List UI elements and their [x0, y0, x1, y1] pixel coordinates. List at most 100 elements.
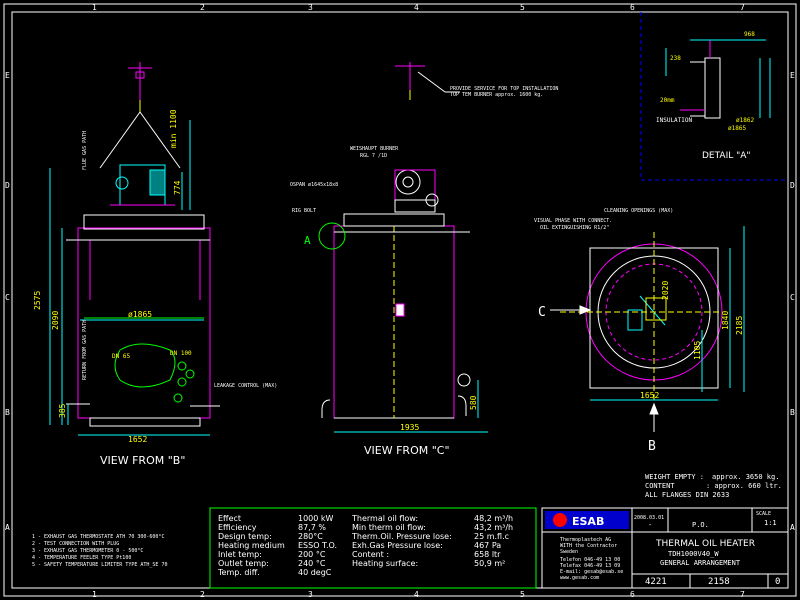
logo-text: ESAB — [572, 515, 604, 528]
spec-left-label-5: Outlet temp: — [218, 559, 269, 568]
row-label-d: D — [5, 181, 10, 190]
view-c: PROVIDE SERVICE FOR TOP INSTALLATION TOP… — [290, 62, 558, 457]
legend-item-3: 3 - EXHAUST GAS THERMOMETER 0 - 500°C — [32, 548, 143, 554]
spec-left-label-2: Design temp: — [218, 532, 272, 541]
row-label-e-r: E — [790, 71, 795, 80]
lifting-hook-c — [395, 62, 460, 100]
plan-burner — [627, 295, 667, 331]
plan-dimension-lines — [590, 226, 745, 401]
spec-right-label-3: Exh.Gas Pressure lose: — [352, 541, 443, 550]
note-cleaning: CLEANING OPENINGS (MAX) — [604, 208, 673, 214]
company-fax: Telefax 046-49 13 09 — [560, 563, 620, 569]
notes-c-top: PROVIDE SERVICE FOR TOP INSTALLATION TOP… — [450, 86, 558, 98]
nozzles-c — [321, 231, 471, 418]
spec-right-value-4: 658 ltr — [474, 550, 501, 559]
weight-content-label: CONTENT — [645, 482, 675, 490]
row-label-a: A — [5, 523, 10, 532]
row-label-c: C — [5, 293, 10, 302]
dim-b-total: 2575 — [33, 291, 42, 310]
dim-b-top: 774 — [173, 180, 182, 195]
dimension-lines-b — [49, 120, 210, 436]
row-label-b: B — [5, 408, 10, 417]
dim-b-diameter: ø1865 — [128, 310, 152, 319]
spec-left-value-6: 40 degC — [298, 568, 332, 577]
spec-left-label-4: Inlet temp: — [218, 550, 262, 559]
dim-plan-2020: 2020 — [661, 281, 670, 300]
dim-b-clearance: min 1100 — [169, 109, 178, 148]
dimension-text-c: 1935 580 — [400, 395, 478, 432]
lifting-hook-b — [128, 62, 152, 112]
spec-table: Effect 1000 kW Efficiency 87,7 % Design … — [209, 507, 537, 589]
company-logo: ESAB — [545, 511, 629, 529]
legend-block: 1 - EXHAUST GAS THERMOSTATE ATH 70 300-6… — [32, 534, 167, 568]
note-flue-left: FLUE GAS PATH — [82, 131, 88, 170]
view-b-marker: B — [648, 439, 656, 454]
dim-b-height: 2090 — [51, 311, 60, 330]
spec-right-value-3: 467 Pa — [474, 541, 501, 550]
detail-a-title: DETAIL "A" — [702, 151, 751, 161]
note-support: OSPAN ø1645x18x8 — [290, 182, 338, 188]
weight-flanges: ALL FLANGES DIN 2633 — [645, 491, 729, 499]
col-label-5-b: 5 — [520, 590, 525, 599]
view-c-marker: C — [538, 305, 546, 320]
row-label-c-r: C — [790, 293, 795, 302]
detail-a-border — [640, 12, 788, 181]
dim-b-bottom: 385 — [58, 403, 67, 418]
weights-block: WEIGHT EMPTY : approx. 3650 kg. CONTENT … — [645, 473, 782, 499]
col-label-3: 3 — [308, 3, 313, 12]
dash-value: - — [648, 521, 652, 529]
spec-right-value-1: 43,2 m³/h — [474, 523, 513, 532]
col-label-1: 1 — [92, 3, 97, 12]
title-line1: THERMAL OIL HEATER — [655, 539, 755, 549]
spec-right-label-5: Heating surface: — [352, 559, 418, 568]
spec-left-value-2: 280°C — [298, 532, 323, 541]
row-label-d-r: D — [790, 181, 795, 190]
dim-detail-flange2: ø1865 — [728, 125, 746, 132]
spec-left-label-3: Heating medium — [218, 541, 285, 550]
drawing-frame — [3, 3, 797, 597]
row-label-b-r: B — [790, 408, 795, 417]
col-label-7: 7 — [740, 3, 745, 12]
spec-right-label-1: Min therm oil flow: — [352, 523, 426, 532]
col-label-6-b: 6 — [630, 590, 635, 599]
note-burner2: RGL 7 /1D — [360, 153, 387, 159]
title-block: ESAB Thermoplastech AG WITH the Contract… — [541, 507, 789, 589]
spec-left-value-1: 87,7 % — [298, 523, 326, 532]
row-label-a-r: A — [790, 523, 795, 532]
company-line2: WITH the Contractor — [560, 543, 617, 549]
detail-a-drawing — [680, 40, 721, 119]
spec-left-label-6: Temp. diff. — [217, 568, 260, 577]
col-label-3-b: 3 — [308, 590, 313, 599]
legend-item-2: 2 - TEST CONNECTION WITH PLUG — [32, 541, 119, 547]
vessel-body-b — [77, 214, 211, 427]
spec-left-label-1: Efficiency — [218, 523, 257, 532]
spec-left-label-0: Effect — [218, 514, 241, 523]
view-b: 2575 2090 ø1865 1652 774 min 1100 385 DN… — [33, 62, 277, 467]
company-line3: Sweden — [560, 549, 578, 555]
coil-b — [84, 317, 204, 403]
note-leakage: LEAKAGE CONTROL (MAX) — [214, 383, 277, 389]
burner-c — [394, 169, 439, 213]
col-label-5: 5 — [520, 3, 525, 12]
detail-a-dims — [665, 39, 771, 118]
row-label-e: E — [5, 71, 10, 80]
col-label-4-b: 4 — [414, 590, 419, 599]
spec-right-value-0: 48,2 m³/h — [474, 514, 513, 523]
notes-c-burner: WEISHAUPT BURNER RGL 7 /1D OSPAN ø1645x1… — [290, 146, 399, 214]
legend-item-4: 4 - TEMPERATURE FEELER TYPE Pt100 — [32, 555, 131, 561]
note-burner: WEISHAUPT BURNER — [350, 146, 399, 152]
doc-no2: 2158 — [708, 577, 730, 587]
dim-c-bottom: 580 — [469, 395, 478, 410]
spec-right-label-2: Therm.Oil. Pressure lose: — [351, 532, 452, 541]
note-rig-bolt: RIG BOLT — [292, 208, 316, 214]
col-label-4: 4 — [414, 3, 419, 12]
view-markers: C B — [538, 305, 656, 454]
detail-a-callout-circle — [318, 222, 346, 250]
note-top-burner2: TOP TEM BURNER approx. 1600 kg. — [450, 92, 543, 98]
spec-left-value-0: 1000 kW — [298, 514, 334, 523]
dim-b-width: 1652 — [128, 435, 147, 444]
col-label-7-b: 7 — [740, 590, 745, 599]
dim-plan-1105: 1105 — [693, 341, 702, 360]
dim-detail-insulation: INSULATION — [656, 117, 693, 124]
